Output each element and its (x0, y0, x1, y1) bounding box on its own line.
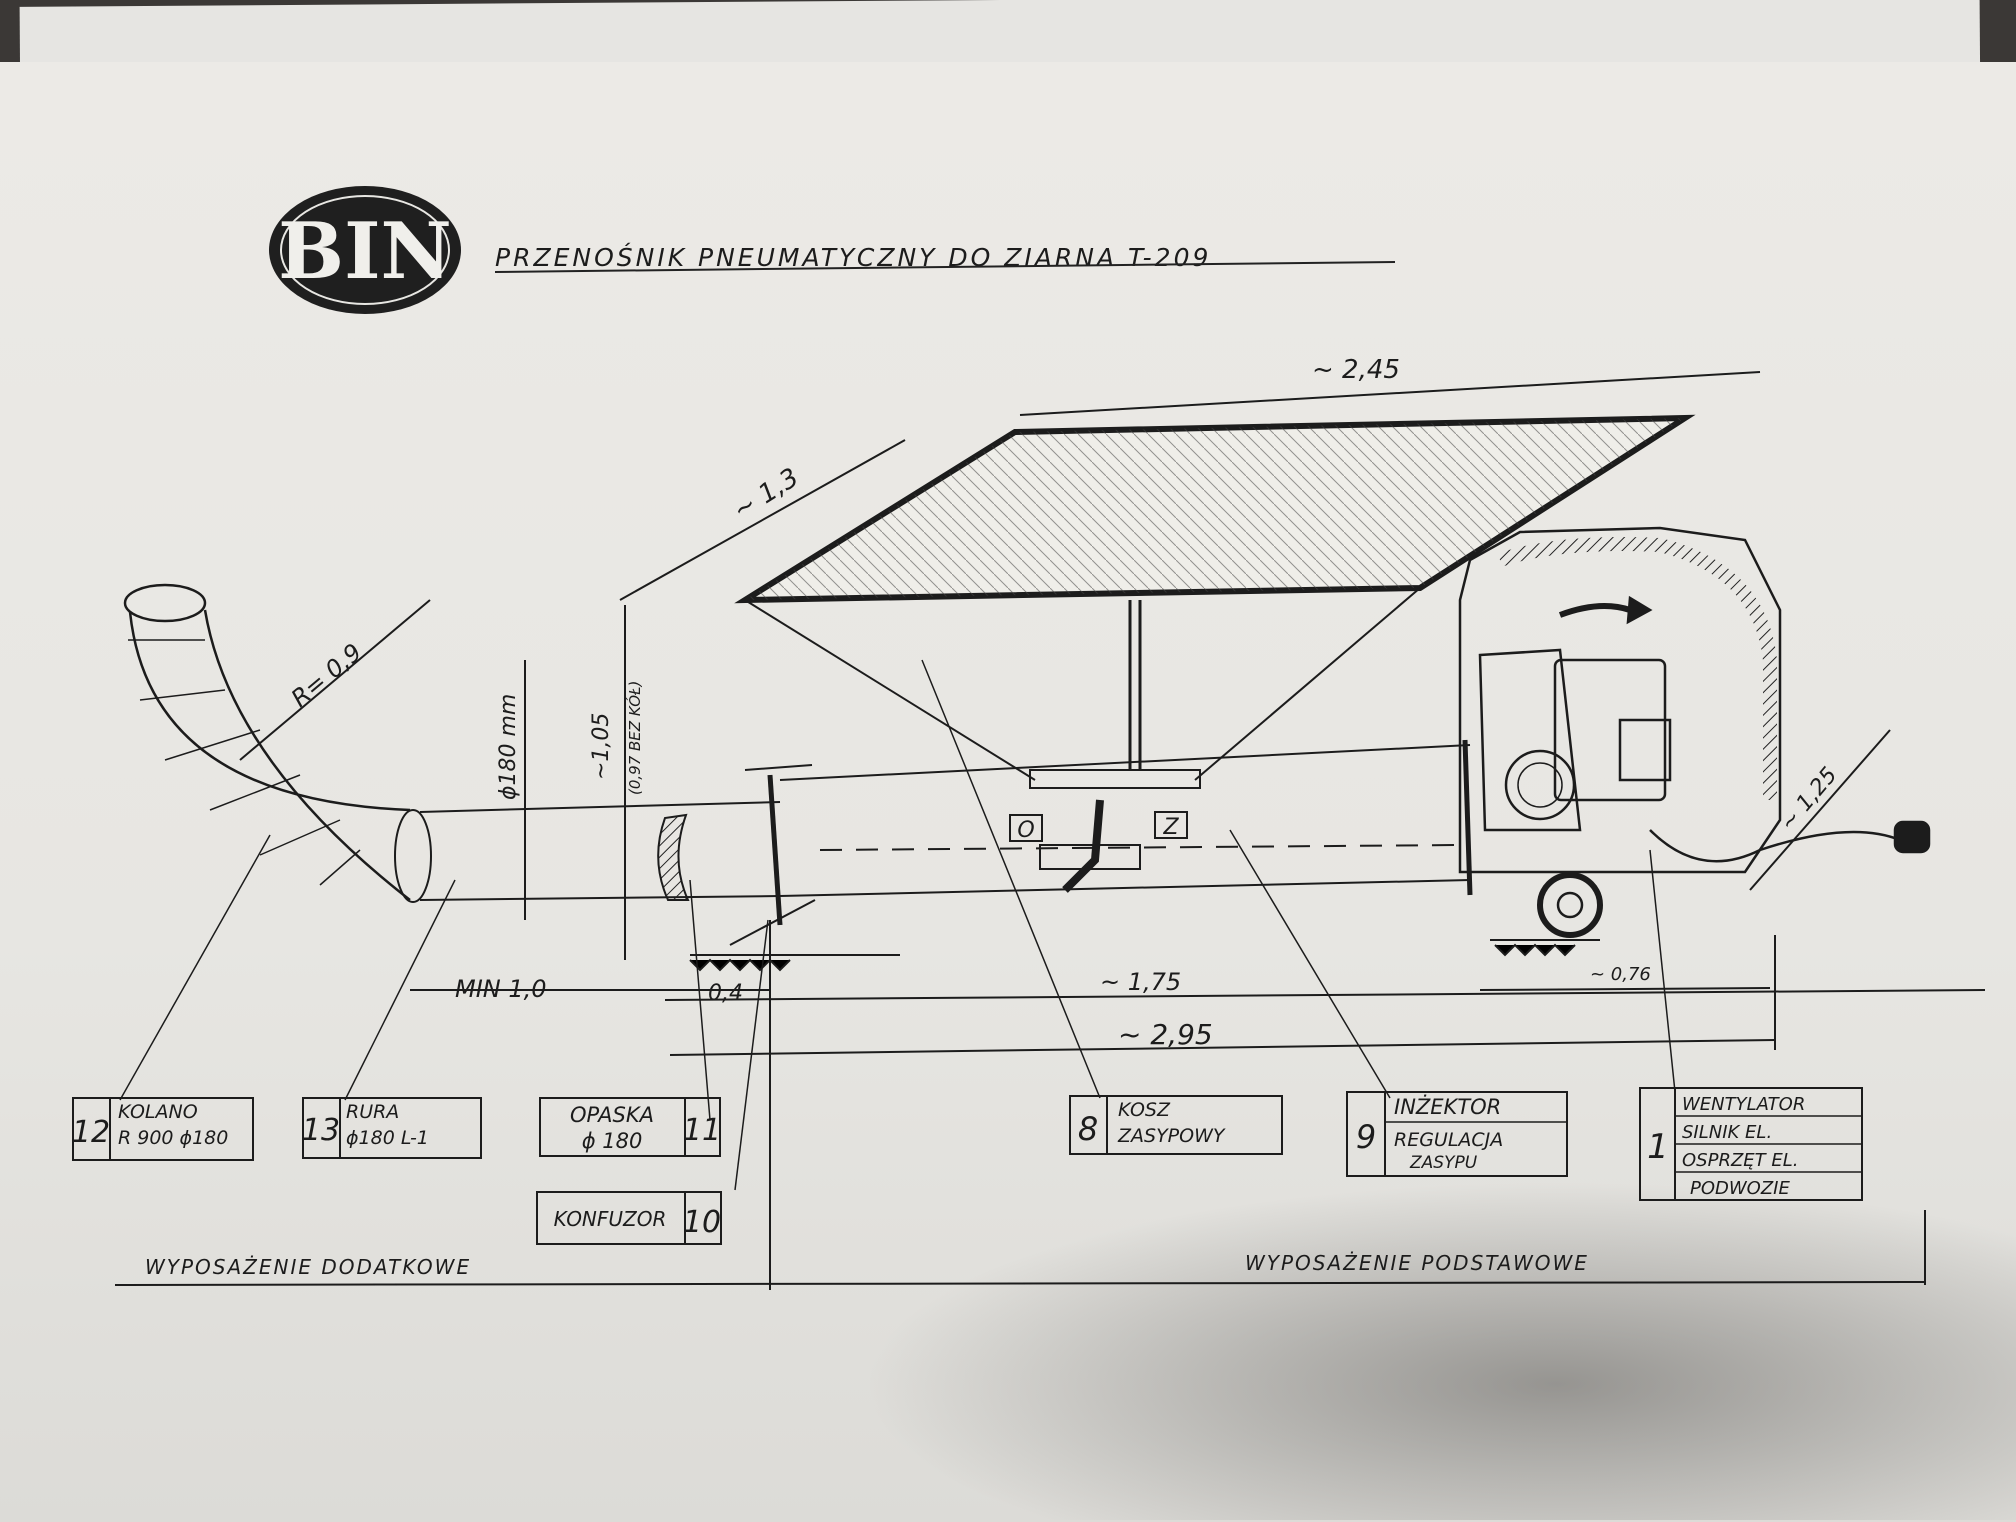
part-8-line2: ZASYPOWY (1117, 1125, 1226, 1147)
part-8-number: 8 (1078, 1110, 1098, 1148)
part-11-box: OPASKA ϕ 180 11 (539, 1097, 721, 1157)
part-1-line3: OSPRZĘT EL. (1682, 1150, 1799, 1171)
dim-pipe-diameter: ϕ180 mm (496, 694, 521, 800)
bin-logo: BIN (269, 186, 461, 314)
part-9-box: 9 INŻEKTOR REGULACJA ZASYPU (1346, 1091, 1568, 1177)
ground-marks (689, 939, 1600, 972)
part-10-line1: KONFUZOR (554, 1207, 667, 1231)
part-12-line1: KOLANO (118, 1101, 198, 1123)
part-1-number: 1 (1647, 1127, 1669, 1167)
part-1-line1: WENTYLATOR (1682, 1094, 1805, 1115)
part-9-line2: REGULACJA (1394, 1129, 1503, 1151)
footer-extra-equipment: WYPOSAŻENIE DODATKOWE (145, 1255, 471, 1279)
part-1-box: 1 WENTYLATOR SILNIK EL. OSPRZĘT EL. PODW… (1639, 1087, 1863, 1201)
photo-shadow (860, 1180, 2016, 1520)
dimension-lines (239, 371, 1986, 1290)
drawing-title: PRZENOŚNIK PNEUMATYCZNY DO ZIARNA T-209 (495, 242, 1211, 272)
part-13-box: 13 RURA ϕ180 L-1 (302, 1097, 482, 1159)
dim-height: ~1,05 (589, 713, 614, 780)
part-1-line2: SILNIK EL. (1682, 1122, 1772, 1143)
dim-d2: ~ 1,75 (1100, 968, 1181, 996)
dim-d4: ~ 0,76 (1590, 964, 1651, 985)
part-11-line2: ϕ 180 (582, 1129, 643, 1153)
dim-height-note: (0,97 BEZ KÓŁ) (625, 681, 644, 795)
dim-d5: ~ 1,25 (1775, 763, 1842, 836)
dim-width: ~ 2,45 (1312, 355, 1400, 385)
footer-basic-equipment: WYPOSAŻENIE PODSTAWOWE (1245, 1251, 1589, 1275)
dim-depth: ~ 1,3 (728, 463, 804, 526)
fan-unit (1458, 526, 1931, 938)
part-8-line1: KOSZ (1118, 1099, 1171, 1121)
part-9-line1: INŻEKTOR (1394, 1094, 1501, 1119)
part-13-line2: ϕ180 L-1 (346, 1127, 429, 1149)
main-tube (394, 739, 1473, 946)
part-12-number: 12 (72, 1115, 110, 1150)
part-11-number: 11 (683, 1113, 721, 1148)
dim-radius: R= 0,9 (286, 638, 367, 713)
part-8-box: 8 KOSZ ZASYPOWY (1069, 1095, 1283, 1155)
part-13-number: 13 (302, 1113, 340, 1148)
part-9-line3: ZASYPU (1409, 1153, 1478, 1173)
part-12-box: 12 KOLANO R 900 ϕ180 (72, 1097, 254, 1161)
part-1-line4: PODWOZIE (1690, 1178, 1790, 1199)
logo-text: BIN (278, 206, 452, 297)
leader-lines (119, 659, 1676, 1191)
dim-min: MIN 1,0 (455, 975, 547, 1003)
dim-d1: 0,4 (708, 981, 743, 1006)
dim-d3: ~ 2,95 (1118, 1018, 1213, 1051)
marker-open: O (1017, 818, 1034, 843)
marker-close: Z (1162, 815, 1179, 840)
part-13-line1: RURA (346, 1101, 399, 1123)
part-12-line2: R 900 ϕ180 (118, 1127, 228, 1149)
part-9-number: 9 (1356, 1118, 1376, 1156)
part-10-number: 10 (683, 1205, 721, 1240)
elbow-pipe (123, 583, 411, 901)
part-10-box: KONFUZOR 10 (536, 1191, 722, 1245)
hopper (734, 414, 1696, 789)
part-11-line1: OPASKA (570, 1103, 654, 1127)
